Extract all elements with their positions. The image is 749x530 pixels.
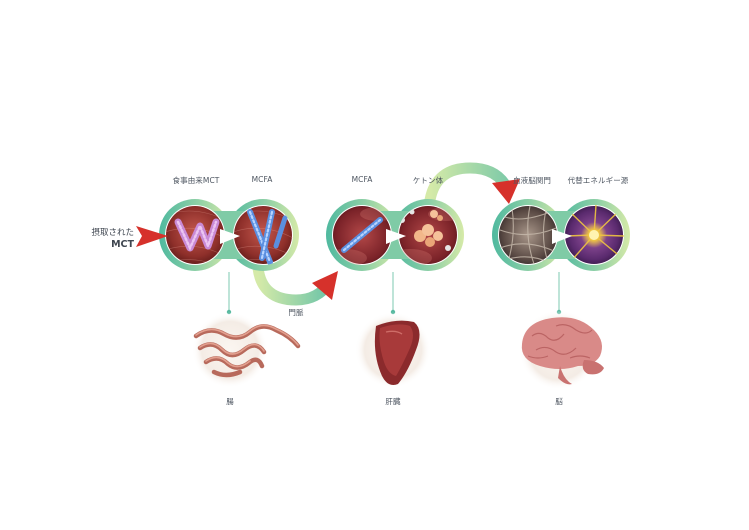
stage-intestine-ring <box>159 199 299 271</box>
intestine-icon <box>192 312 301 388</box>
blood-brain-barrier-icon <box>499 205 557 265</box>
connector-blood-to-brain <box>424 162 514 206</box>
arrow-intake <box>136 226 168 247</box>
mct-molecule-icon <box>174 218 220 252</box>
ketone-body-icon <box>399 209 451 251</box>
liver-icon <box>355 312 431 388</box>
label-blood-brain-barrier: 血液脳関門 <box>513 176 551 185</box>
stage-brain-ring <box>492 199 630 271</box>
intake-label-line2: MCT <box>111 239 134 250</box>
label-dietary-mct: 食事由来MCT <box>172 176 220 185</box>
arrow-energy-icon <box>552 229 572 244</box>
brain-icon <box>519 310 604 390</box>
label-mcfa-1: MCFA <box>251 175 273 184</box>
label-liver: 肝臓 <box>385 397 401 406</box>
organ-stems <box>228 272 560 312</box>
intake-label: 摂取された MCT <box>60 228 134 250</box>
arrow-into-liver <box>312 271 338 300</box>
arrow-conversion-icon <box>220 229 240 244</box>
label-mcfa-2: MCFA <box>351 175 373 184</box>
neuron-icon <box>565 205 624 261</box>
mcfa-molecule-liver-icon <box>341 217 383 253</box>
label-portal-vein: 門脈 <box>288 308 304 317</box>
stage-liver-ring <box>326 199 464 271</box>
mcfa-molecule-icon <box>247 209 288 265</box>
label-alternative-energy: 代替エネルギー源 <box>567 176 629 185</box>
label-ketone-bodies: ケトン体 <box>412 176 444 185</box>
label-brain: 脳 <box>555 397 563 406</box>
arrow-into-bbb <box>492 179 520 204</box>
label-intestine: 腸 <box>226 397 234 406</box>
arrow-conversion-liver-icon <box>386 229 406 244</box>
intake-label-line1: 摂取された <box>91 228 134 238</box>
